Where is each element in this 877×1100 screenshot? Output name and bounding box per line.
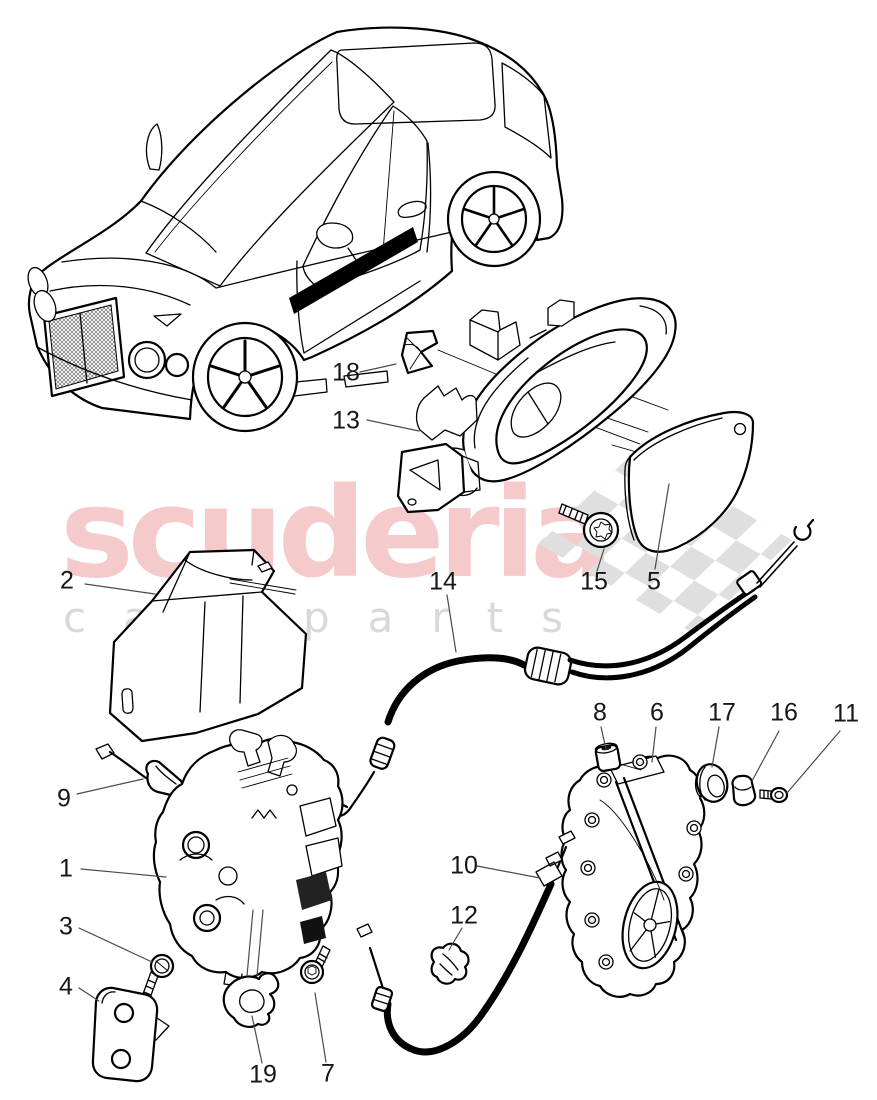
leader-12 — [448, 927, 463, 951]
callout-17[interactable]: 17 — [708, 698, 736, 727]
callout-7[interactable]: 7 — [321, 1059, 335, 1088]
leader-8 — [600, 726, 607, 750]
leader-10 — [476, 865, 541, 879]
part-16-sleeve-drawing — [731, 774, 757, 807]
part-2-bracket-drawing — [108, 548, 308, 743]
leader-18 — [359, 363, 397, 373]
part-4-plate-drawing — [91, 986, 170, 1083]
part-19-clip-drawing — [222, 972, 280, 1028]
callout-11[interactable]: 11 — [833, 699, 859, 728]
callout-1[interactable]: 1 — [59, 854, 73, 883]
part-5-cover-drawing — [624, 410, 755, 553]
part-15-screw-drawing — [558, 503, 620, 549]
leader-16 — [751, 730, 780, 782]
part-11-screw-drawing — [759, 786, 789, 804]
part-13-handle-assembly-drawing — [396, 297, 701, 514]
leader-9 — [76, 778, 144, 795]
handle-bracket — [415, 385, 478, 441]
front-wheel — [191, 321, 299, 433]
callout-16[interactable]: 16 — [770, 698, 798, 727]
leader-4 — [78, 987, 100, 1002]
door-handle-exterior — [397, 200, 427, 219]
rear-wheel — [446, 170, 542, 268]
callout-4[interactable]: 4 — [59, 972, 73, 1001]
watermark-word-parts: parts — [303, 593, 601, 642]
car-illustration — [27, 26, 564, 433]
callout-19[interactable]: 19 — [249, 1060, 277, 1089]
callout-6[interactable]: 6 — [650, 698, 664, 727]
part-7-screw-drawing — [299, 945, 331, 985]
callout-8[interactable]: 8 — [593, 698, 607, 727]
leader-lines — [76, 363, 841, 1064]
leader-11 — [786, 730, 841, 794]
door-stripe — [289, 227, 418, 314]
callout-15[interactable]: 15 — [580, 567, 608, 596]
leader-17 — [711, 726, 720, 768]
leader-19 — [251, 1015, 263, 1064]
part-14-cable-drawing — [334, 518, 815, 818]
sunroof — [336, 42, 496, 125]
callout-9[interactable]: 9 — [57, 784, 71, 813]
callout-12[interactable]: 12 — [450, 901, 478, 930]
callout-2[interactable]: 2 — [60, 566, 74, 595]
leader-2 — [84, 583, 156, 595]
headlights — [27, 266, 190, 380]
part-12-clip-drawing — [430, 942, 470, 985]
grille — [42, 296, 182, 398]
left-mirror — [145, 123, 163, 171]
windshield — [145, 49, 395, 287]
door-mirror — [316, 222, 357, 261]
part-10-cable-drawing — [356, 830, 576, 1056]
leader-5 — [654, 483, 670, 570]
watermark-brand-text: scuderia — [60, 462, 608, 606]
leader-7 — [314, 992, 327, 1063]
callout-10[interactable]: 10 — [450, 851, 478, 880]
callout-18[interactable]: 18 — [332, 358, 360, 387]
leader-14 — [446, 594, 457, 653]
leader-6 — [651, 726, 657, 763]
leader-19-ties — [246, 909, 264, 977]
part-6-latch-drawing — [560, 754, 706, 998]
callout-13[interactable]: 13 — [332, 406, 360, 435]
callout-5[interactable]: 5 — [647, 567, 661, 596]
leader-1 — [80, 868, 167, 878]
part-18-trim-drawing — [400, 329, 521, 385]
leader-15 — [596, 548, 605, 572]
bentley-emblem — [153, 313, 182, 327]
rear-window — [501, 62, 552, 159]
part-17-ring-drawing — [694, 763, 729, 803]
leader-3 — [78, 927, 153, 963]
callout-3[interactable]: 3 — [59, 912, 73, 941]
part-1-lock-drawing — [152, 729, 344, 987]
callout-14[interactable]: 14 — [429, 567, 457, 596]
leader-13 — [366, 419, 420, 432]
